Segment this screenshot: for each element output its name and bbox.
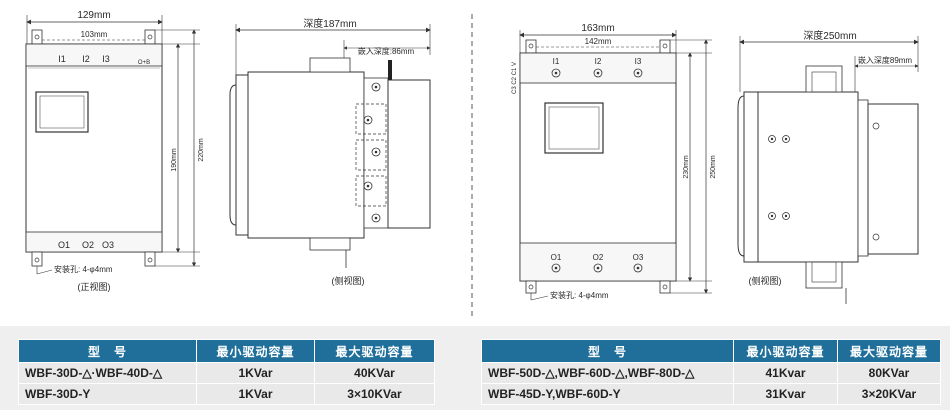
col-header-max: 最大驱动容量: [837, 339, 941, 363]
left-front-view: 129mm 103mm I1 I2 I3 O+B O1 O2 O3 安装孔: 4…: [25, 10, 205, 292]
svg-text:220mm: 220mm: [198, 138, 205, 162]
front-view-caption: (正视图): [78, 281, 111, 292]
model-cell: WBF-45D-Y,WBF-60D-Y: [481, 383, 734, 405]
max-cell: 40KVar: [314, 362, 435, 384]
svg-text:O2: O2: [593, 253, 604, 262]
svg-text:I3: I3: [635, 57, 642, 66]
depth-total-label: 深度250mm: [803, 29, 856, 42]
table-header-row: 型 号 最小驱动容量 最大驱动容量: [481, 339, 941, 363]
spec-table-left: 型 号 最小驱动容量 最大驱动容量 WBF-30D-△·WBF-40D-△ 1K…: [18, 339, 435, 405]
min-cell: 31Kvar: [733, 383, 838, 405]
mount-hole-label: 安装孔: 4-φ4mm: [54, 264, 113, 274]
display-window: [544, 102, 604, 154]
svg-text:O1: O1: [551, 253, 562, 262]
max-cell: 3×20KVar: [837, 383, 941, 405]
min-cell: 1KVar: [196, 383, 315, 405]
front-panel: [25, 43, 163, 253]
svg-text:I2: I2: [595, 57, 602, 66]
svg-text:I1: I1: [58, 54, 66, 64]
svg-text:230mm: 230mm: [683, 155, 690, 179]
width-dim-label: 163mm: [581, 23, 614, 34]
table-row: WBF-30D-Y 1KVar 3×10KVar: [18, 383, 435, 405]
model-cell: WBF-30D-△·WBF-40D-△: [18, 362, 197, 384]
dimension-drawings: 129mm 103mm I1 I2 I3 O+B O1 O2 O3 安装孔: 4…: [25, 10, 919, 318]
svg-text:O1: O1: [58, 240, 70, 250]
max-cell: 3×10KVar: [314, 383, 435, 405]
left-side-view: 深度187mm 嵌入深度:86mm (侧视图): [229, 17, 431, 286]
svg-text:O2: O2: [82, 240, 94, 250]
col-header-min: 最小驱动容量: [733, 339, 838, 363]
display-window: [35, 91, 89, 133]
hole-dim-label: 103mm: [81, 30, 108, 39]
table-row: WBF-45D-Y,WBF-60D-Y 31Kvar 3×20KVar: [481, 383, 941, 405]
max-cell: 80KVar: [837, 362, 941, 384]
svg-text:O3: O3: [633, 253, 644, 262]
col-header-min: 最小驱动容量: [196, 339, 315, 363]
side-view-caption: (侧视图): [332, 275, 365, 286]
width-dim-label: 129mm: [77, 10, 110, 21]
table-row: WBF-30D-△·WBF-40D-△ 1KVar 40KVar: [18, 362, 435, 384]
svg-text:250mm: 250mm: [710, 155, 717, 179]
hole-dim-label: 142mm: [585, 37, 612, 46]
model-cell: WBF-30D-Y: [18, 383, 197, 405]
mount-hole-label: 安装孔: 4-φ4mm: [550, 290, 609, 300]
right-front-view: 163mm 142mm C3 C2 C1 V I1 I2 I3 O1 O2 O3: [512, 23, 717, 301]
col-header-model: 型 号: [18, 339, 197, 363]
vertical-marks: C3 C2 C1 V: [512, 62, 518, 94]
depth-embed-label: 嵌入深度:86mm: [358, 46, 415, 56]
col-header-max: 最大驱动容量: [314, 339, 435, 363]
svg-text:O3: O3: [102, 240, 114, 250]
model-cell: WBF-50D-△,WBF-60D-△,WBF-80D-△: [481, 362, 734, 384]
right-side-view: 深度250mm 嵌入深度89mm (侧视图): [737, 29, 919, 304]
depth-total-label: 深度187mm: [303, 17, 356, 30]
min-cell: 1KVar: [196, 362, 315, 384]
col-header-model: 型 号: [481, 339, 734, 363]
table-header-row: 型 号 最小驱动容量 最大驱动容量: [18, 339, 435, 363]
svg-text:I2: I2: [82, 54, 90, 64]
svg-text:O+B: O+B: [138, 60, 150, 66]
svg-text:I3: I3: [102, 54, 110, 64]
table-row: WBF-50D-△,WBF-60D-△,WBF-80D-△ 41Kvar 80K…: [481, 362, 941, 384]
svg-text:190mm: 190mm: [171, 148, 178, 172]
depth-embed-label: 嵌入深度89mm: [858, 55, 913, 65]
side-view-caption: (侧视图): [749, 275, 782, 286]
svg-text:I1: I1: [553, 57, 560, 66]
min-cell: 41Kvar: [733, 362, 838, 384]
spec-table-right: 型 号 最小驱动容量 最大驱动容量 WBF-50D-△,WBF-60D-△,WB…: [481, 339, 941, 405]
